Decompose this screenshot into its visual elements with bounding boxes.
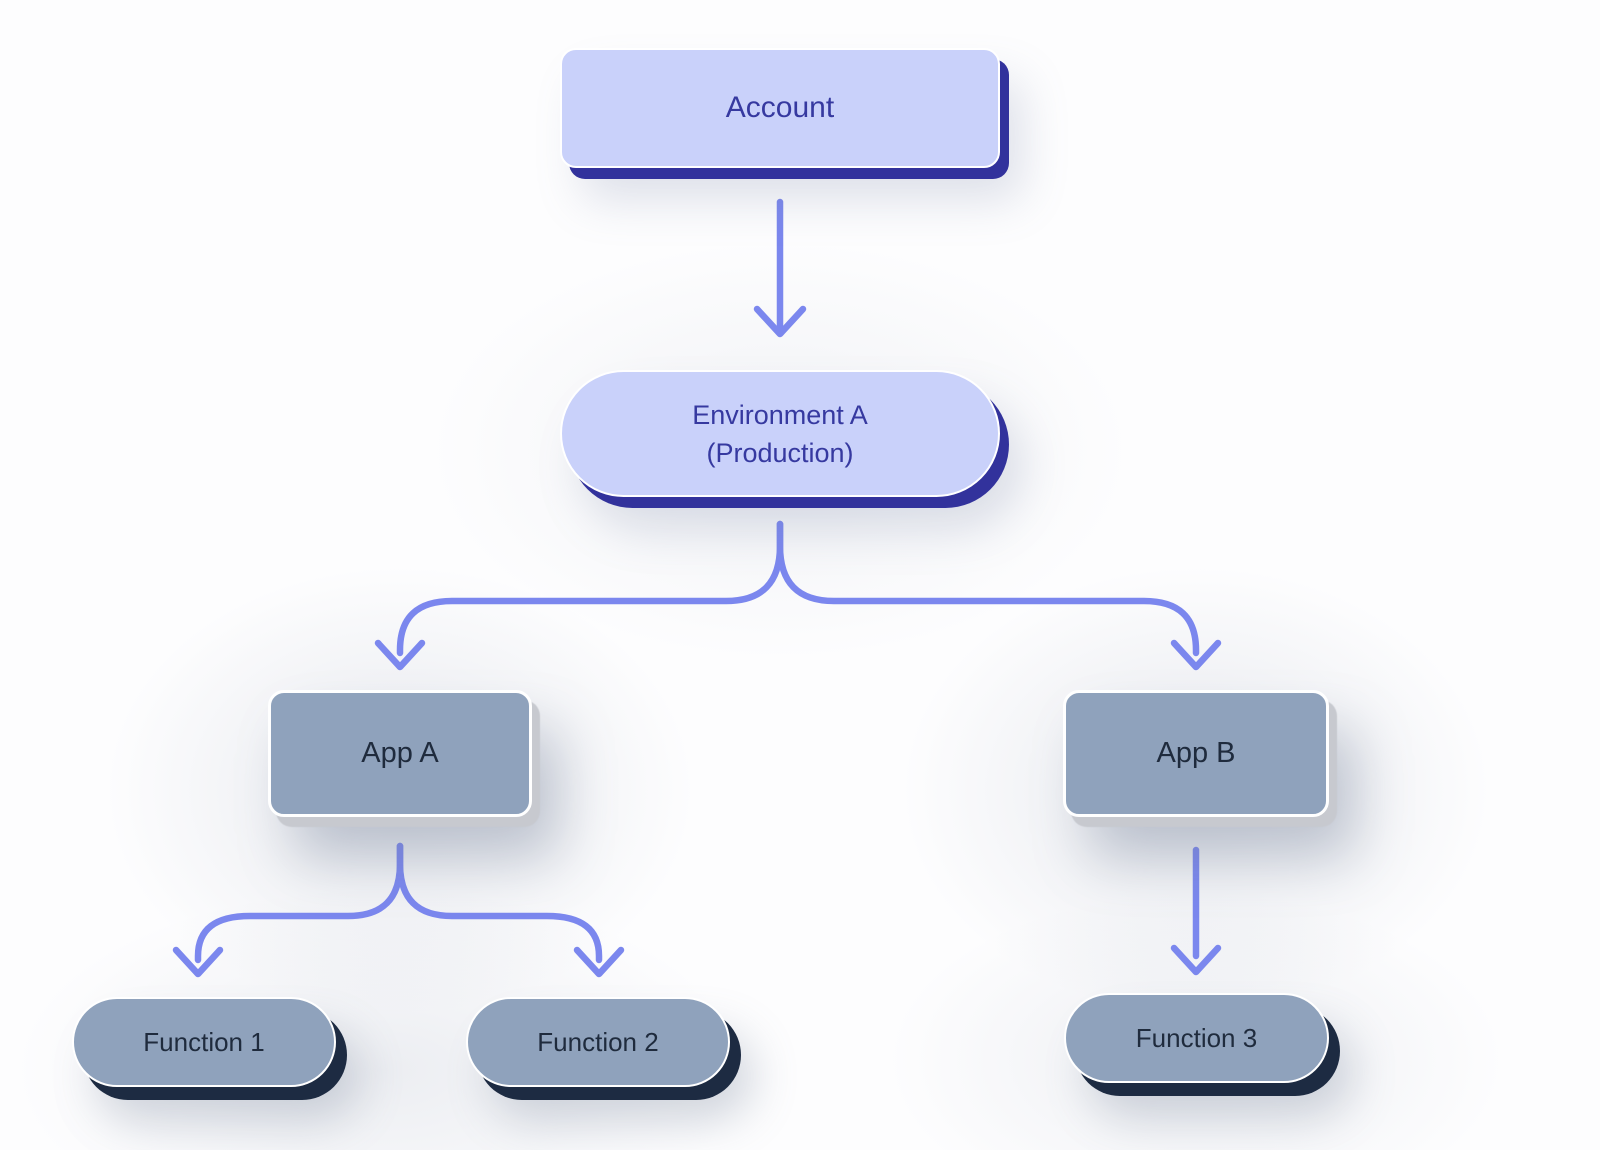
- edge-environment-to-app-a: [374, 520, 784, 671]
- node-function-3: Function 3: [1064, 993, 1329, 1083]
- node-account-label: Account: [725, 91, 835, 124]
- node-environment-a-production: Environment A (Production): [560, 370, 1000, 497]
- node-app-b-label: App B: [1156, 737, 1236, 769]
- node-app-a: App A: [268, 690, 532, 817]
- node-function-1-label: Function 1: [143, 1026, 265, 1057]
- node-app-b: App B: [1063, 690, 1329, 817]
- edge-app-a-to-function-1: [172, 842, 404, 978]
- edge-account-to-environment: [753, 198, 807, 338]
- edge-app-b-to-function-3: [1170, 846, 1222, 976]
- edge-environment-to-app-b: [776, 520, 1222, 671]
- node-function-2: Function 2: [466, 997, 730, 1087]
- node-account: Account: [560, 48, 1000, 168]
- node-function-2-label: Function 2: [537, 1026, 659, 1057]
- node-environment-label-line2: (Production): [706, 437, 854, 468]
- node-function-3-label: Function 3: [1135, 1022, 1258, 1053]
- node-app-a-label: App A: [361, 737, 439, 769]
- node-function-1: Function 1: [72, 997, 336, 1087]
- node-environment-label-line1: Environment A: [692, 399, 868, 430]
- node-environment-label: Environment A (Production): [692, 396, 868, 472]
- edge-app-a-to-function-2: [396, 842, 625, 978]
